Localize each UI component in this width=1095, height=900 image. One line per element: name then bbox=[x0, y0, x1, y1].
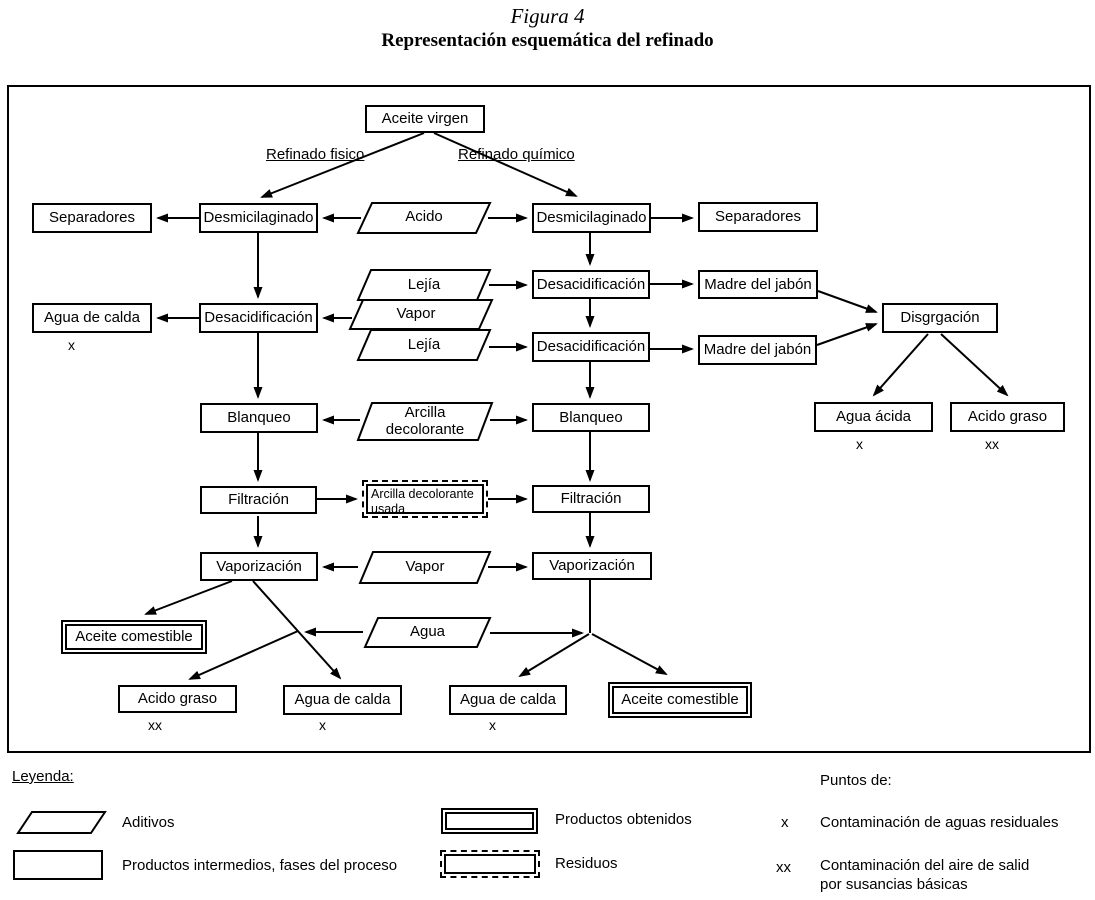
node-desacidificacion-quimico-1: Desacidificación bbox=[532, 270, 650, 299]
node-desmicilaginado-fisico: Desmicilaginado bbox=[199, 203, 318, 233]
additive-label-agua: Agua bbox=[409, 623, 446, 640]
node-separadores-fisico: Separadores bbox=[32, 203, 152, 233]
residue-label-line1: Arcilla decolorante bbox=[371, 487, 474, 501]
legend-title: Leyenda: bbox=[12, 768, 74, 785]
node-madre-del-jabon-1: Madre del jabón bbox=[698, 270, 818, 299]
marker-x-agua-calda-quimico: x bbox=[489, 717, 496, 733]
lejia2-parallelogram-shape bbox=[356, 329, 492, 361]
arcilla-label-line1: Arcilla bbox=[404, 404, 446, 421]
arcilla-label-line2: decolorante bbox=[385, 420, 465, 438]
edge-madre2-disgrgacion bbox=[816, 323, 878, 346]
additive-label-lejia-2: Lejía bbox=[407, 336, 441, 353]
node-desmicilaginado-quimico: Desmicilaginado bbox=[532, 203, 651, 233]
marker-x-agua-calda-fisico-2: x bbox=[319, 717, 326, 733]
legend-label-aditivos: Aditivos bbox=[122, 814, 175, 831]
node-madre-del-jabon-2: Madre del jabón bbox=[698, 335, 817, 365]
node-separadores-quimico: Separadores bbox=[698, 202, 818, 232]
legend-residuos-symbol bbox=[440, 850, 540, 878]
node-agua-de-calda-fisico: Agua de calda bbox=[32, 303, 152, 333]
node-blanqueo-fisico: Blanqueo bbox=[200, 403, 318, 433]
node-arcilla-decolorante-usada: Arcilla decolorante usada bbox=[362, 480, 488, 518]
additive-label-arcilla-decolorante: Arcilla decolorante bbox=[358, 404, 492, 439]
legend-label-intermedios: Productos intermedios, fases del proceso bbox=[122, 857, 398, 874]
agua-parallelogram-shape bbox=[363, 617, 492, 648]
vapor2-parallelogram-shape bbox=[358, 551, 492, 584]
edge-junction-acidograso-fis bbox=[188, 630, 299, 680]
node-vaporizacion-fisico: Vaporización bbox=[200, 552, 318, 581]
edge-junction-aceite-quim bbox=[591, 633, 668, 675]
edge-junction-aguacalda-quim bbox=[518, 633, 590, 678]
edge-virgen-fis bbox=[260, 132, 425, 198]
marker-xx-acido-graso-derecha: xx bbox=[985, 436, 999, 452]
node-vaporizacion-quimico: Vaporización bbox=[532, 552, 652, 580]
arcilla-parallelogram-shape bbox=[356, 402, 494, 441]
figure-number: Figura 4 bbox=[510, 4, 585, 28]
node-aceite-comestible-quimico: Aceite comestible bbox=[608, 682, 752, 718]
node-blanqueo-quimico: Blanqueo bbox=[532, 403, 650, 432]
additive-label-acido: Acido bbox=[405, 208, 443, 225]
legend-label-obtenidos: Productos obtenidos bbox=[555, 811, 692, 828]
node-acido-graso-fisico: Acido graso bbox=[118, 685, 237, 713]
marker-xx-acido-graso-fisico: xx bbox=[148, 717, 162, 733]
node-aceite-comestible-fisico: Aceite comestible bbox=[61, 620, 207, 654]
legend-label-residuos: Residuos bbox=[555, 855, 618, 872]
node-disgrgacion: Disgrgación bbox=[882, 303, 998, 333]
node-agua-de-calda-fisico-2: Agua de calda bbox=[283, 685, 402, 715]
node-filtracion-fisico: Filtración bbox=[200, 486, 317, 514]
node-agua-acida: Agua ácida bbox=[814, 402, 933, 432]
branch-label-quimico: Refinado químico bbox=[458, 146, 575, 163]
node-agua-de-calda-quimico: Agua de calda bbox=[449, 685, 567, 715]
node-desacidificacion-fisico: Desacidificación bbox=[199, 303, 318, 333]
marker-x-agua-calda-fisico: x bbox=[68, 337, 75, 353]
node-aceite-virgen: Aceite virgen bbox=[365, 105, 485, 133]
figure-title: Representación esquemática del refinado bbox=[381, 30, 714, 51]
additive-label-vapor-2: Vapor bbox=[405, 558, 445, 575]
edge-virgen-quim bbox=[433, 132, 578, 197]
legend-puntos-title: Puntos de: bbox=[820, 772, 892, 789]
additive-label-vapor-1: Vapor bbox=[396, 305, 436, 322]
branch-label-fisico: Refinado fisico bbox=[266, 146, 365, 163]
legend-x-symbol: x bbox=[781, 814, 789, 831]
edge-vaporizacion-aguacalda-fis bbox=[252, 580, 342, 680]
node-filtracion-quimico: Filtración bbox=[532, 485, 650, 513]
residue-label-line2: usada bbox=[371, 502, 406, 516]
node-desacidificacion-quimico-2: Desacidificación bbox=[532, 332, 650, 362]
edge-madre1-disgrgacion bbox=[817, 290, 878, 313]
edge-disgrgacion-aguaacida bbox=[872, 333, 929, 397]
flowchart-frame bbox=[7, 85, 1091, 753]
node-acido-graso-derecha: Acido graso bbox=[950, 402, 1065, 432]
legend-intermedios-symbol bbox=[13, 850, 103, 880]
legend-obtenidos-symbol bbox=[441, 808, 538, 834]
legend-xx-text-line2: por susancias básicas bbox=[820, 875, 968, 893]
acido-parallelogram-shape bbox=[356, 202, 492, 234]
legend-x-text: Contaminación de aguas residuales bbox=[820, 814, 1059, 831]
legend-xx-text-line1: Contaminación del aire de salid bbox=[820, 857, 1030, 874]
edge-disgrgacion-acidograso bbox=[940, 333, 1009, 397]
legend-aditivos-symbol bbox=[16, 811, 107, 834]
additive-label-lejia-1: Lejía bbox=[407, 276, 441, 293]
edge-vaporizacion-aceite-fis bbox=[144, 580, 233, 615]
legend-xx-text: Contaminación del aire de salid por susa… bbox=[820, 857, 1029, 895]
legend-xx-symbol: xx bbox=[776, 859, 791, 876]
marker-x-agua-acida: x bbox=[856, 436, 863, 452]
